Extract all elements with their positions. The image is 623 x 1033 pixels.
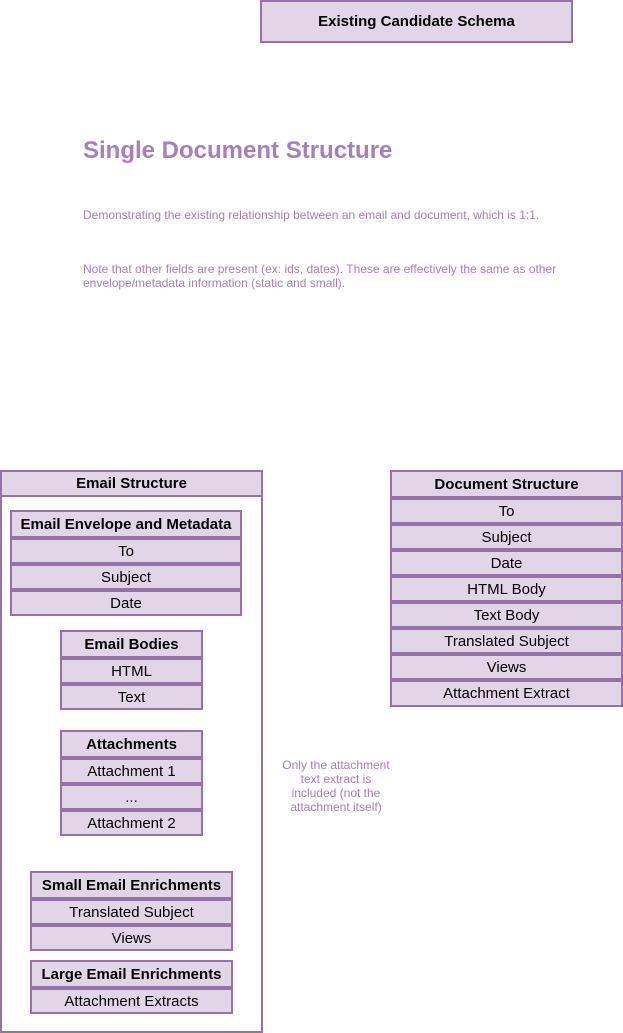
attachments-row-2: Attachment 2	[60, 810, 203, 836]
attachments-row-ellipsis: ...	[60, 784, 203, 810]
description-text: Demonstrating the existing relationship …	[83, 208, 540, 222]
small-enrichments-row-translated: Translated Subject	[30, 899, 233, 925]
document-row-attachment-extract: Attachment Extract	[390, 680, 623, 707]
schema-title: Existing Candidate Schema	[318, 13, 515, 30]
large-enrichments-row-label: Attachment Extracts	[64, 992, 199, 1010]
envelope-row-label: To	[118, 542, 134, 560]
email-structure-header: Email Structure	[0, 470, 263, 497]
envelope-header: Email Envelope and Metadata	[10, 510, 242, 538]
attachments-row-label: Attachment 1	[87, 762, 176, 780]
attachment-note-text: Only the attachment text extract is incl…	[282, 758, 390, 814]
attachments-row-1: Attachment 1	[60, 758, 203, 784]
schema-title-box: Existing Candidate Schema	[260, 0, 573, 43]
small-enrichments-row-label: Views	[111, 929, 152, 947]
envelope-row-to: To	[10, 538, 242, 564]
document-row-label: To	[498, 502, 515, 520]
document-structure-title: Document Structure	[434, 475, 579, 493]
small-enrichments-row-label: Translated Subject	[69, 903, 194, 921]
large-enrichments-header: Large Email Enrichments	[30, 960, 233, 988]
document-row-label: Date	[490, 554, 523, 572]
document-row-translated-subject: Translated Subject	[390, 628, 623, 654]
attachments-row-label: ...	[125, 788, 138, 806]
bodies-header: Email Bodies	[60, 630, 203, 658]
envelope-row-date: Date	[10, 590, 242, 616]
bodies-row-label: HTML	[111, 662, 152, 680]
small-enrichments-row-views: Views	[30, 925, 233, 951]
document-row-label: Text Body	[473, 606, 540, 624]
envelope-row-subject: Subject	[10, 564, 242, 590]
small-enrichments-header: Small Email Enrichments	[30, 871, 233, 899]
small-enrichments-title: Small Email Enrichments	[41, 876, 222, 894]
document-row-label: HTML Body	[467, 580, 546, 598]
envelope-row-label: Date	[110, 594, 142, 612]
document-row-label: Attachment Extract	[443, 685, 570, 702]
attachments-title: Attachments	[86, 735, 177, 753]
page-heading: Single Document Structure	[83, 137, 393, 164]
document-row-to: To	[390, 498, 623, 524]
document-structure-header: Document Structure	[390, 470, 623, 498]
envelope-row-label: Subject	[100, 568, 152, 586]
attachments-header: Attachments	[60, 730, 203, 758]
bodies-row-html: HTML	[60, 658, 203, 684]
email-structure-title: Email Structure	[76, 475, 187, 492]
large-enrichments-title: Large Email Enrichments	[41, 965, 222, 983]
large-enrichments-row-extracts: Attachment Extracts	[30, 988, 233, 1014]
note-text: Note that other fields are present (ex: …	[83, 262, 557, 290]
attachments-row-label: Attachment 2	[87, 814, 176, 832]
document-row-views: Views	[390, 654, 623, 680]
bodies-title: Email Bodies	[84, 635, 179, 653]
document-row-subject: Subject	[390, 524, 623, 550]
document-row-html-body: HTML Body	[390, 576, 623, 602]
bodies-row-label: Text	[117, 688, 146, 706]
document-row-label: Translated Subject	[444, 632, 569, 650]
bodies-row-text: Text	[60, 684, 203, 710]
document-row-date: Date	[390, 550, 623, 576]
document-row-label: Views	[486, 658, 527, 676]
document-row-label: Subject	[481, 528, 532, 546]
envelope-title: Email Envelope and Metadata	[20, 515, 232, 533]
document-row-text-body: Text Body	[390, 602, 623, 628]
